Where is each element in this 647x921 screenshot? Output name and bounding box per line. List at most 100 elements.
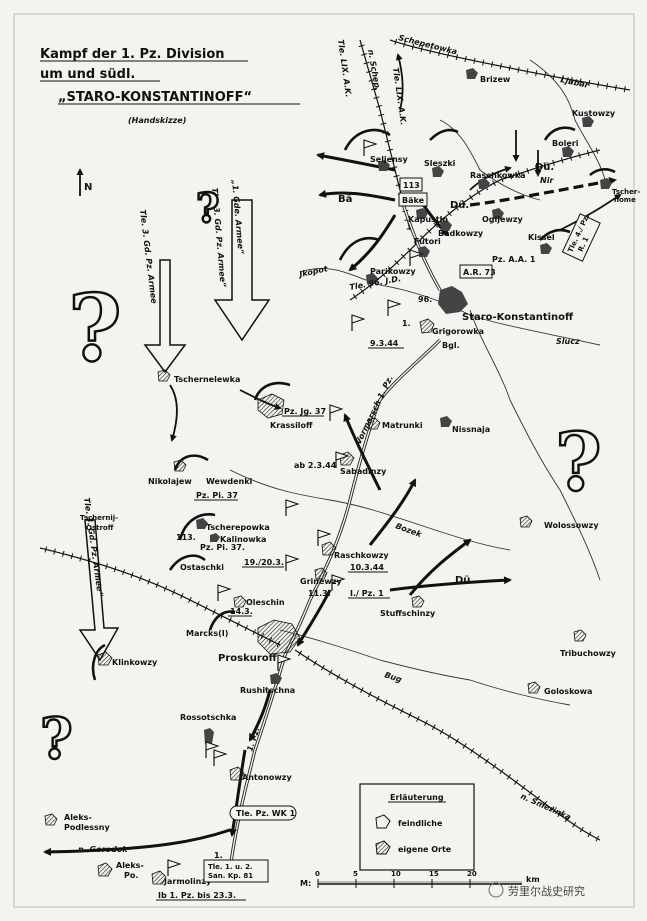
- unit-lix-ak-1: Tle. LIX. A.K.: [391, 67, 408, 126]
- railway-tick: [361, 53, 368, 56]
- railway-tick: [391, 166, 398, 169]
- railway-tick: [53, 548, 56, 555]
- railway-tick: [543, 71, 547, 78]
- scale-tick-label: 15: [429, 870, 439, 878]
- railway-tick: [492, 763, 497, 770]
- label-aleks-po-2: Po.: [124, 871, 138, 880]
- railway-tick: [105, 563, 108, 570]
- railway-tick: [560, 157, 564, 164]
- railway-tick: [320, 664, 325, 671]
- town-proskuroff: [257, 619, 301, 655]
- town-oleschin: [233, 595, 247, 608]
- unit-96: 96.: [418, 295, 432, 304]
- railway-tick: [588, 79, 591, 87]
- unit-ar73: A.R. 73: [463, 268, 496, 277]
- railway-tick: [367, 283, 372, 289]
- label-ostaschki: Ostaschki: [180, 563, 224, 572]
- railway-tick: [438, 50, 441, 57]
- scale-label: M:: [300, 879, 311, 888]
- railway-tick: [328, 669, 333, 676]
- unit-pzjg37: Pz. Jg. 37: [284, 407, 326, 416]
- railway-tick: [380, 122, 387, 125]
- page-border: [13, 13, 635, 908]
- railway-tick: [420, 234, 426, 240]
- railway-tick: [420, 45, 423, 53]
- railway-tick: [381, 272, 386, 278]
- railway-tick: [204, 605, 208, 611]
- label-grigorowka: Grigorowka: [432, 327, 484, 336]
- label-raschkowzy: Raschkowzy: [334, 551, 389, 560]
- railway-tick: [358, 44, 365, 48]
- railway-tick: [614, 84, 617, 91]
- town-tribuchowzy: [573, 629, 587, 642]
- label-nissnaja: Nissnaja: [452, 425, 490, 434]
- railways: [39, 39, 631, 841]
- legend-enemy-symbol: [375, 814, 391, 829]
- railway-tick: [579, 826, 584, 833]
- label-ogijewzy: Ogijewzy: [482, 215, 523, 224]
- scale-tick-label: 20: [467, 870, 477, 878]
- label-tscherepowka: Tscherepowka: [206, 523, 270, 532]
- railway-tick: [476, 189, 481, 196]
- railway-tick: [297, 650, 303, 657]
- unit-flag: [331, 574, 346, 591]
- map-title: Kampf der 1. Pz. Division um und südl. „…: [40, 47, 300, 125]
- railway-tick: [360, 288, 365, 295]
- railway-tick: [470, 748, 475, 754]
- railway-tick: [542, 801, 548, 807]
- railway-tick: [375, 695, 380, 702]
- label-wolossowzy: Wolossowzy: [544, 521, 599, 530]
- town-antonowzy: [229, 766, 245, 781]
- railway-tick: [62, 550, 65, 557]
- railway-tick: [597, 81, 600, 88]
- dir-jkopot: Jkopot: [297, 264, 330, 279]
- town-nikolajew: [173, 459, 187, 472]
- unit-flag: [317, 529, 332, 546]
- unit-du3: Dü.: [455, 575, 474, 586]
- railway-tick: [252, 629, 257, 636]
- railway-tick: [336, 674, 341, 680]
- railway-tick: [394, 38, 398, 45]
- railway-tick: [236, 621, 240, 628]
- railway-tick: [517, 66, 520, 73]
- railway-tick: [163, 585, 168, 592]
- town-krassiloff: [257, 393, 285, 419]
- railway-tick: [572, 821, 577, 828]
- unit-113b: 113.: [176, 533, 196, 542]
- unit-pzpi37a: Pz. Pi. 37: [196, 491, 238, 500]
- railway-tick: [526, 68, 529, 75]
- railway-tick: [373, 96, 380, 99]
- label-klinkowzy: Klinkowzy: [112, 658, 158, 667]
- railway-tick: [500, 176, 504, 183]
- railway-tick: [455, 738, 460, 744]
- railway-tick: [389, 157, 396, 160]
- railway-tick: [368, 79, 375, 82]
- unit-flag: [285, 499, 300, 516]
- railway-tick: [433, 222, 439, 228]
- unit-date-113: 11.3.: [308, 589, 331, 598]
- label-kustowzy: Kustowzy: [572, 109, 616, 118]
- railway-tick: [212, 609, 216, 615]
- legend-own: eigene Orte: [398, 845, 452, 854]
- unit-pzpi37b: Pz. Pi. 37.: [200, 543, 245, 552]
- railway-tick: [454, 205, 459, 211]
- railway-tick: [400, 253, 406, 259]
- railway-tick: [367, 691, 372, 698]
- railway-tick: [579, 78, 582, 85]
- railway-tick: [431, 724, 436, 731]
- title-subtitle: (Handskizze): [128, 116, 186, 125]
- town-badkowzy: [440, 220, 452, 231]
- unit-i-pz1: I./ Pz. 1: [350, 589, 384, 598]
- railway-tick: [399, 707, 404, 714]
- railway-tick: [363, 61, 370, 65]
- railway-tick: [426, 228, 432, 234]
- watermark-text: 劳里尔战史研究: [508, 884, 585, 898]
- railway-tick: [228, 617, 232, 623]
- railway-tick: [313, 660, 318, 666]
- label-aleks-podl-1: Aleks-: [64, 813, 92, 822]
- unit-flag: [205, 741, 220, 758]
- north-arrow: N: [76, 168, 92, 196]
- railway-tick: [70, 553, 74, 560]
- town-stuffschinzy: [411, 595, 425, 608]
- railway-tick: [387, 266, 393, 272]
